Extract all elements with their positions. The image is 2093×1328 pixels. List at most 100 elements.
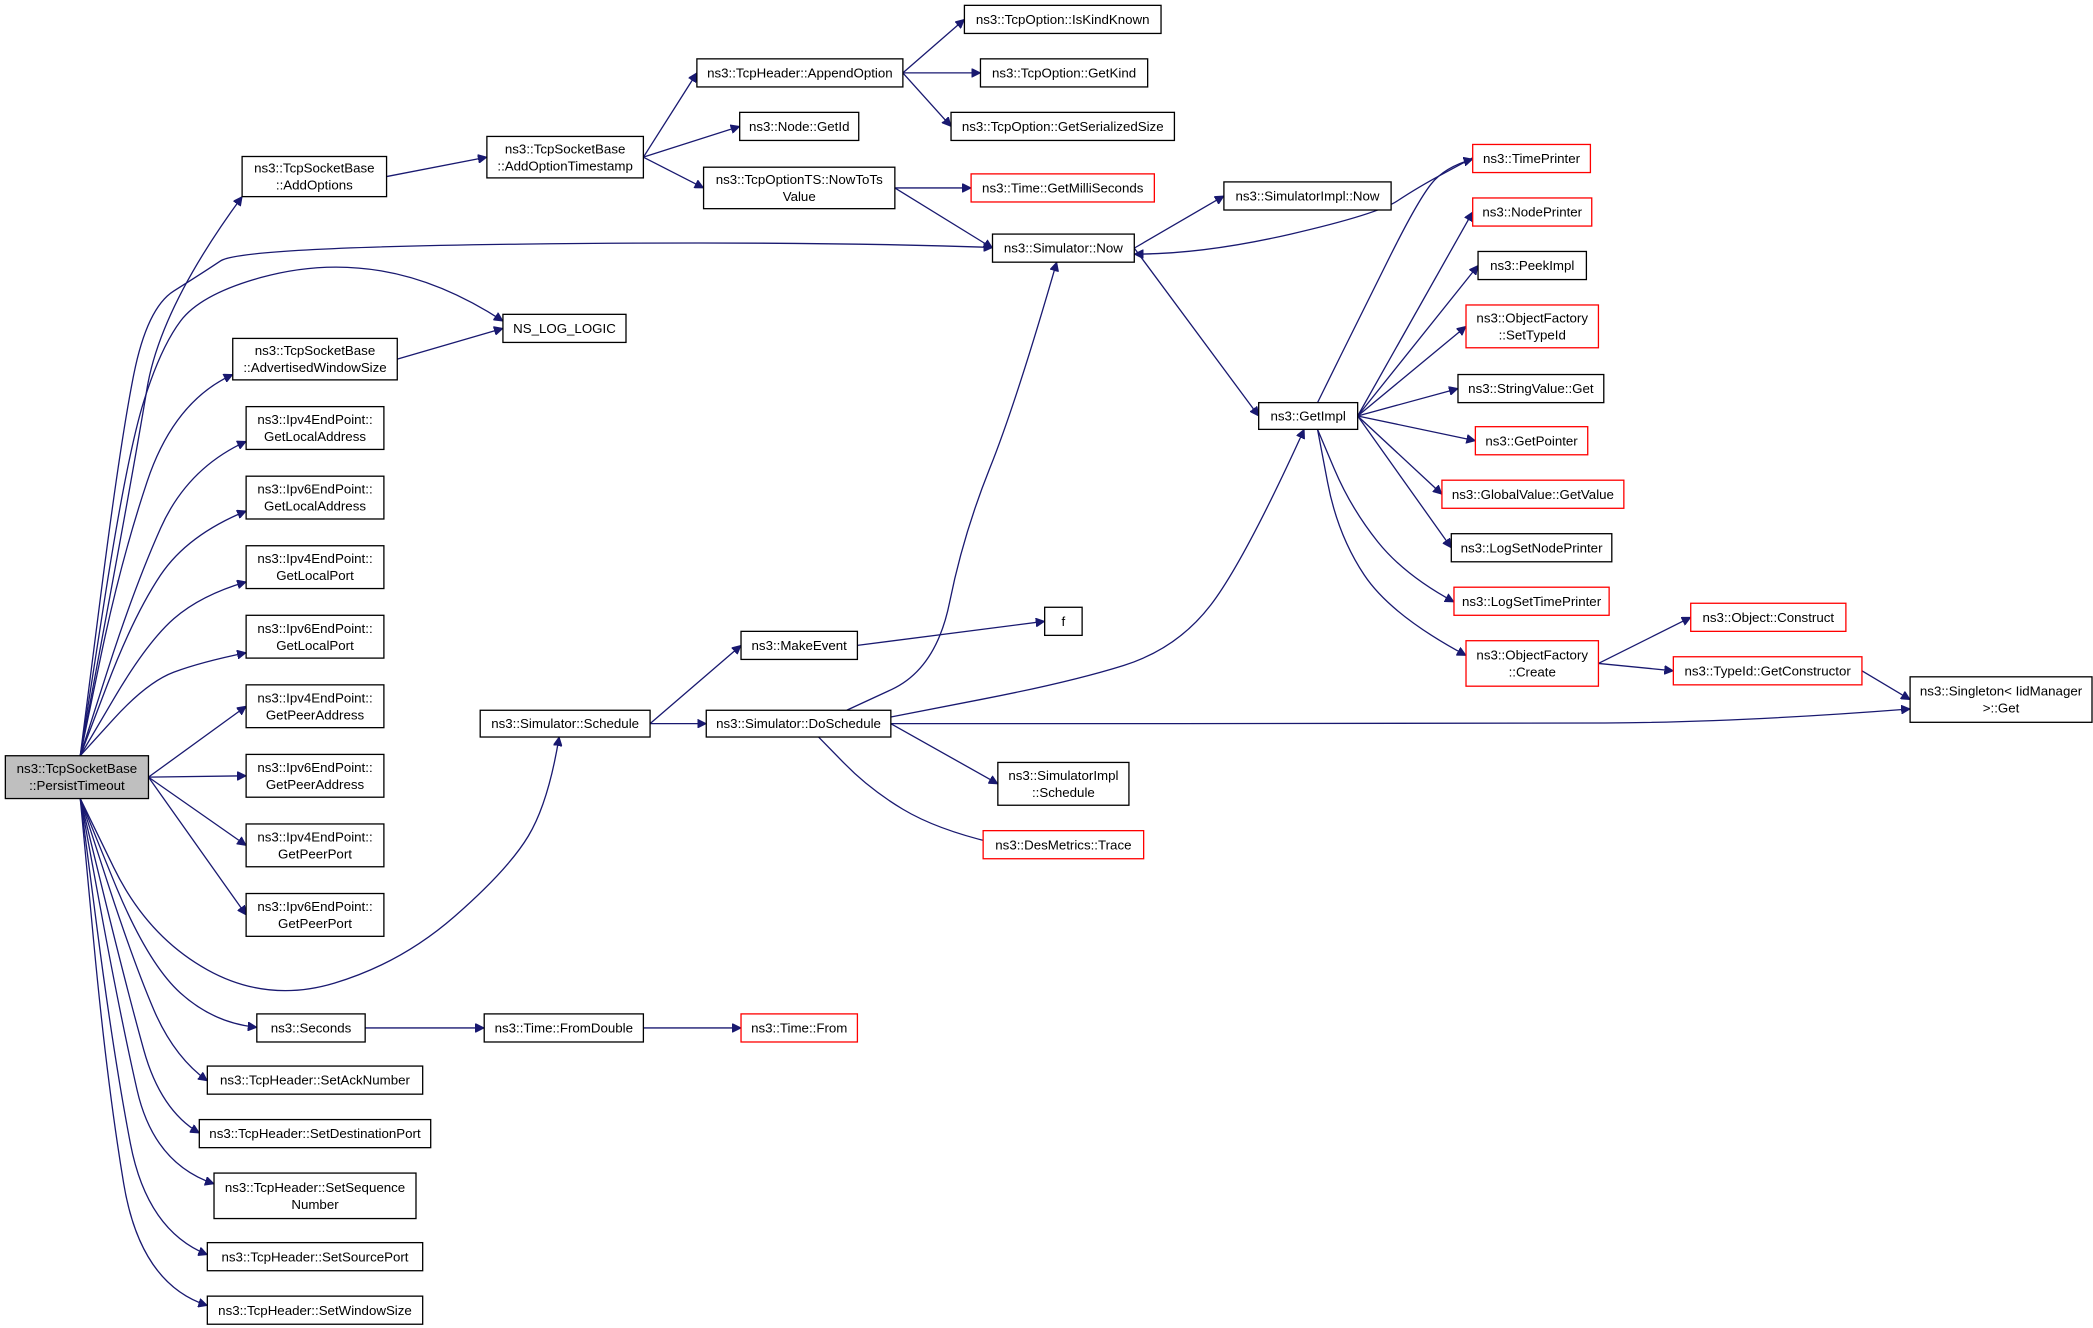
node-box <box>1457 373 1605 404</box>
node-get-kind[interactable]: ns3::TcpOption::GetKind <box>979 58 1149 88</box>
node-is-kind-known[interactable]: ns3::TcpOption::IsKindKnown <box>963 4 1162 35</box>
node-label: ns3::GetImpl <box>1270 409 1345 424</box>
edge-root-to-adv-window <box>79 375 232 756</box>
node-time-fromdouble[interactable]: ns3::Time::FromDouble <box>483 1013 645 1043</box>
node-set-window[interactable]: ns3::TcpHeader::SetWindowSize <box>206 1295 424 1325</box>
node-singleton-get[interactable]: ns3::Singleton< IidManager>::Get <box>1909 676 2093 723</box>
edge-sim-now-to-simimpl-now <box>1133 195 1224 249</box>
node-node-printer[interactable]: ns3::NodePrinter <box>1472 197 1593 227</box>
node-box <box>206 1295 424 1325</box>
node-sim-schedule[interactable]: ns3::Simulator::Schedule <box>479 709 651 738</box>
node-get-impl[interactable]: ns3::GetImpl <box>1258 401 1359 431</box>
node-set-src-port[interactable]: ns3::TcpHeader::SetSourcePort <box>206 1241 424 1272</box>
node-time-from[interactable]: ns3::Time::From <box>740 1013 859 1043</box>
node-label: ns3::PeekImpl <box>1490 258 1574 273</box>
edge-root-to-set-dest-port <box>79 798 199 1134</box>
node-add-options[interactable]: ns3::TcpSocketBase::AddOptions <box>241 155 388 198</box>
node-label: ns3::TypeId::GetConstructor <box>1684 663 1851 678</box>
node-get-serialized-size[interactable]: ns3::TcpOption::GetSerializedSize <box>950 111 1176 142</box>
node-box <box>740 1013 859 1043</box>
node-label: ns3::Ipv4EndPoint:: <box>257 690 372 705</box>
node-box <box>1472 143 1592 174</box>
node-box <box>982 829 1145 860</box>
node-make-event[interactable]: ns3::MakeEvent <box>740 630 859 661</box>
node-gv-getvalue[interactable]: ns3::GlobalValue::GetValue <box>1441 479 1625 509</box>
node-box <box>245 475 385 520</box>
node-label: ns3::ObjectFactory <box>1476 648 1588 663</box>
node-ipv6-glp[interactable]: ns3::Ipv6EndPoint::GetLocalPort <box>245 614 385 659</box>
node-set-dest-port[interactable]: ns3::TcpHeader::SetDestinationPort <box>198 1118 432 1149</box>
node-append-option[interactable]: ns3::TcpHeader::AppendOption <box>696 58 904 88</box>
node-time-printer[interactable]: ns3::TimePrinter <box>1472 143 1592 174</box>
node-typeid-getctor[interactable]: ns3::TypeId::GetConstructor <box>1672 656 1863 686</box>
node-label: Number <box>291 1197 339 1212</box>
node-box <box>1441 479 1625 509</box>
node-ipv4-gla[interactable]: ns3::Ipv4EndPoint::GetLocalAddress <box>245 405 385 451</box>
edge-root-to-set-window <box>79 798 207 1306</box>
node-box <box>1672 656 1863 686</box>
node-box <box>213 1172 417 1220</box>
node-label: ns3::TcpSocketBase <box>17 761 137 776</box>
node-label: ns3::SimulatorImpl::Now <box>1235 189 1379 204</box>
node-label: ns3::TcpOptionTS::NowToTs <box>716 172 883 187</box>
node-desmetrics-trace[interactable]: ns3::DesMetrics::Trace <box>982 829 1145 860</box>
node-ipv6-gpp[interactable]: ns3::Ipv6EndPoint::GetPeerPort <box>245 892 385 937</box>
node-ns-log-logic[interactable]: NS_LOG_LOGIC <box>502 313 627 344</box>
node-label: ns3::TcpHeader::SetSourcePort <box>222 1249 409 1264</box>
edge-adv-window-to-ns-log-logic <box>397 328 503 360</box>
edge-get-impl-to-time-printer <box>1316 159 1473 403</box>
node-sim-now[interactable]: ns3::Simulator::Now <box>991 233 1135 263</box>
node-box <box>206 1241 424 1272</box>
node-label: ns3::TcpSocketBase <box>505 141 625 156</box>
node-of-settypeid[interactable]: ns3::ObjectFactory::SetTypeId <box>1465 304 1600 349</box>
node-box <box>245 545 385 590</box>
node-label: ns3::ObjectFactory <box>1476 310 1588 325</box>
node-node-getid[interactable]: ns3::Node::GetId <box>739 111 860 142</box>
node-box <box>4 755 150 800</box>
node-root[interactable]: ns3::TcpSocketBase::PersistTimeout <box>4 755 150 800</box>
node-peek-impl[interactable]: ns3::PeekImpl <box>1477 250 1588 281</box>
edge-sim-now-to-get-impl <box>1133 247 1258 416</box>
node-ipv6-gpa[interactable]: ns3::Ipv6EndPoint::GetPeerAddress <box>245 753 385 798</box>
node-label: ns3::Object::Construct <box>1703 610 1835 625</box>
node-label: ::AdvertisedWindowSize <box>243 360 386 375</box>
node-label: ns3::TcpOption::GetSerializedSize <box>962 119 1164 134</box>
node-label: Value <box>783 189 816 204</box>
node-simimpl-now[interactable]: ns3::SimulatorImpl::Now <box>1223 181 1392 211</box>
node-get-milli[interactable]: ns3::Time::GetMilliSeconds <box>970 173 1155 203</box>
edge-get-impl-to-get-pointer <box>1357 415 1476 441</box>
node-label: ns3::Ipv6EndPoint:: <box>257 899 372 914</box>
node-add-option-timestamp[interactable]: ns3::TcpSocketBase::AddOptionTimestamp <box>486 135 645 179</box>
node-ipv6-gla[interactable]: ns3::Ipv6EndPoint::GetLocalAddress <box>245 475 385 520</box>
node-f[interactable]: f <box>1044 606 1083 637</box>
node-label: ns3::StringValue::Get <box>1468 381 1594 396</box>
edge-get-impl-to-of-create <box>1316 429 1466 656</box>
node-box <box>245 753 385 798</box>
node-label: ::SetTypeId <box>1499 327 1566 342</box>
node-stringvalue-get[interactable]: ns3::StringValue::Get <box>1457 373 1605 404</box>
node-log-set-node-printer[interactable]: ns3::LogSetNodePrinter <box>1450 533 1613 563</box>
node-label: ::AddOptions <box>276 178 353 193</box>
node-box <box>486 135 645 179</box>
node-label: ns3::TcpSocketBase <box>255 343 375 358</box>
node-do-schedule[interactable]: ns3::Simulator::DoSchedule <box>705 709 892 738</box>
node-log-set-time-printer[interactable]: ns3::LogSetTimePrinter <box>1453 586 1610 616</box>
node-adv-window[interactable]: ns3::TcpSocketBase::AdvertisedWindowSize <box>232 337 398 381</box>
node-simimpl-schedule[interactable]: ns3::SimulatorImpl::Schedule <box>997 761 1130 806</box>
node-get-pointer[interactable]: ns3::GetPointer <box>1474 426 1589 456</box>
edge-root-to-ipv6-gla <box>79 511 246 756</box>
node-box <box>1690 602 1847 632</box>
node-ipv4-gpp[interactable]: ns3::Ipv4EndPoint::GetPeerPort <box>245 823 385 868</box>
node-box <box>245 684 385 729</box>
node-ipv4-gpa[interactable]: ns3::Ipv4EndPoint::GetPeerAddress <box>245 684 385 729</box>
node-box <box>256 1013 366 1043</box>
edge-root-to-ns-log-logic <box>79 266 503 756</box>
edge-get-impl-to-node-printer <box>1357 212 1474 417</box>
node-object-construct[interactable]: ns3::Object::Construct <box>1690 602 1847 632</box>
node-seconds[interactable]: ns3::Seconds <box>256 1013 366 1043</box>
node-ipv4-glp[interactable]: ns3::Ipv4EndPoint::GetLocalPort <box>245 545 385 590</box>
node-of-create[interactable]: ns3::ObjectFactory::Create <box>1465 640 1600 687</box>
node-set-ack[interactable]: ns3::TcpHeader::SetAckNumber <box>206 1065 424 1095</box>
